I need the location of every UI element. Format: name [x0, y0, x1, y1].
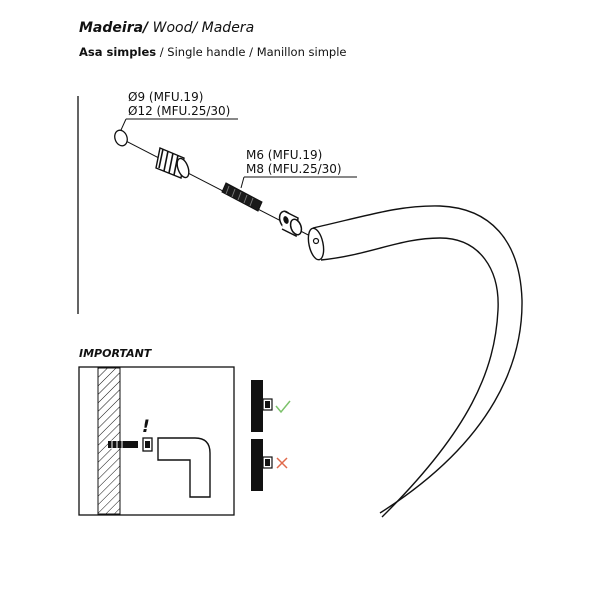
leader-hole [120, 118, 127, 131]
page-title: Madeira/ Wood/ Madera [79, 20, 254, 36]
subtitle-sep-2: / [245, 45, 257, 59]
detail-handle [157, 437, 211, 498]
cross-icon [276, 457, 288, 469]
drill-hole [114, 129, 128, 147]
handle [307, 205, 523, 518]
threaded-screw [221, 182, 263, 212]
title-en: Wood/ [148, 20, 198, 36]
detail-insert [142, 437, 153, 452]
title-es: Madera [197, 20, 255, 36]
label-screw-small: M6 (MFU.19) [246, 148, 322, 162]
leader-screw [240, 176, 245, 189]
label-hole-large: Ø12 (MFU.25/30) [128, 104, 230, 118]
label-screw-large: M8 (MFU.25/30) [246, 162, 342, 176]
threaded-insert [278, 210, 303, 238]
subtitle-pt: Asa simples [79, 45, 157, 59]
subtitle-sep-1: / [156, 45, 168, 59]
correct-example [251, 380, 291, 432]
incorrect-example [251, 439, 288, 491]
label-hole-small: Ø9 (MFU.19) [128, 90, 203, 104]
page-subtitle: Asa simples / Single handle / Manillon s… [79, 45, 347, 59]
exclamation-icon: ! [142, 417, 150, 437]
subtitle-en: Single handle [167, 45, 246, 59]
detail-screw [108, 440, 138, 449]
check-icon [275, 400, 291, 414]
subtitle-es: Manillon simple [256, 45, 347, 59]
important-heading: IMPORTANT [79, 347, 153, 360]
wall-plug [155, 147, 190, 179]
title-pt: Madeira/ [79, 20, 149, 36]
